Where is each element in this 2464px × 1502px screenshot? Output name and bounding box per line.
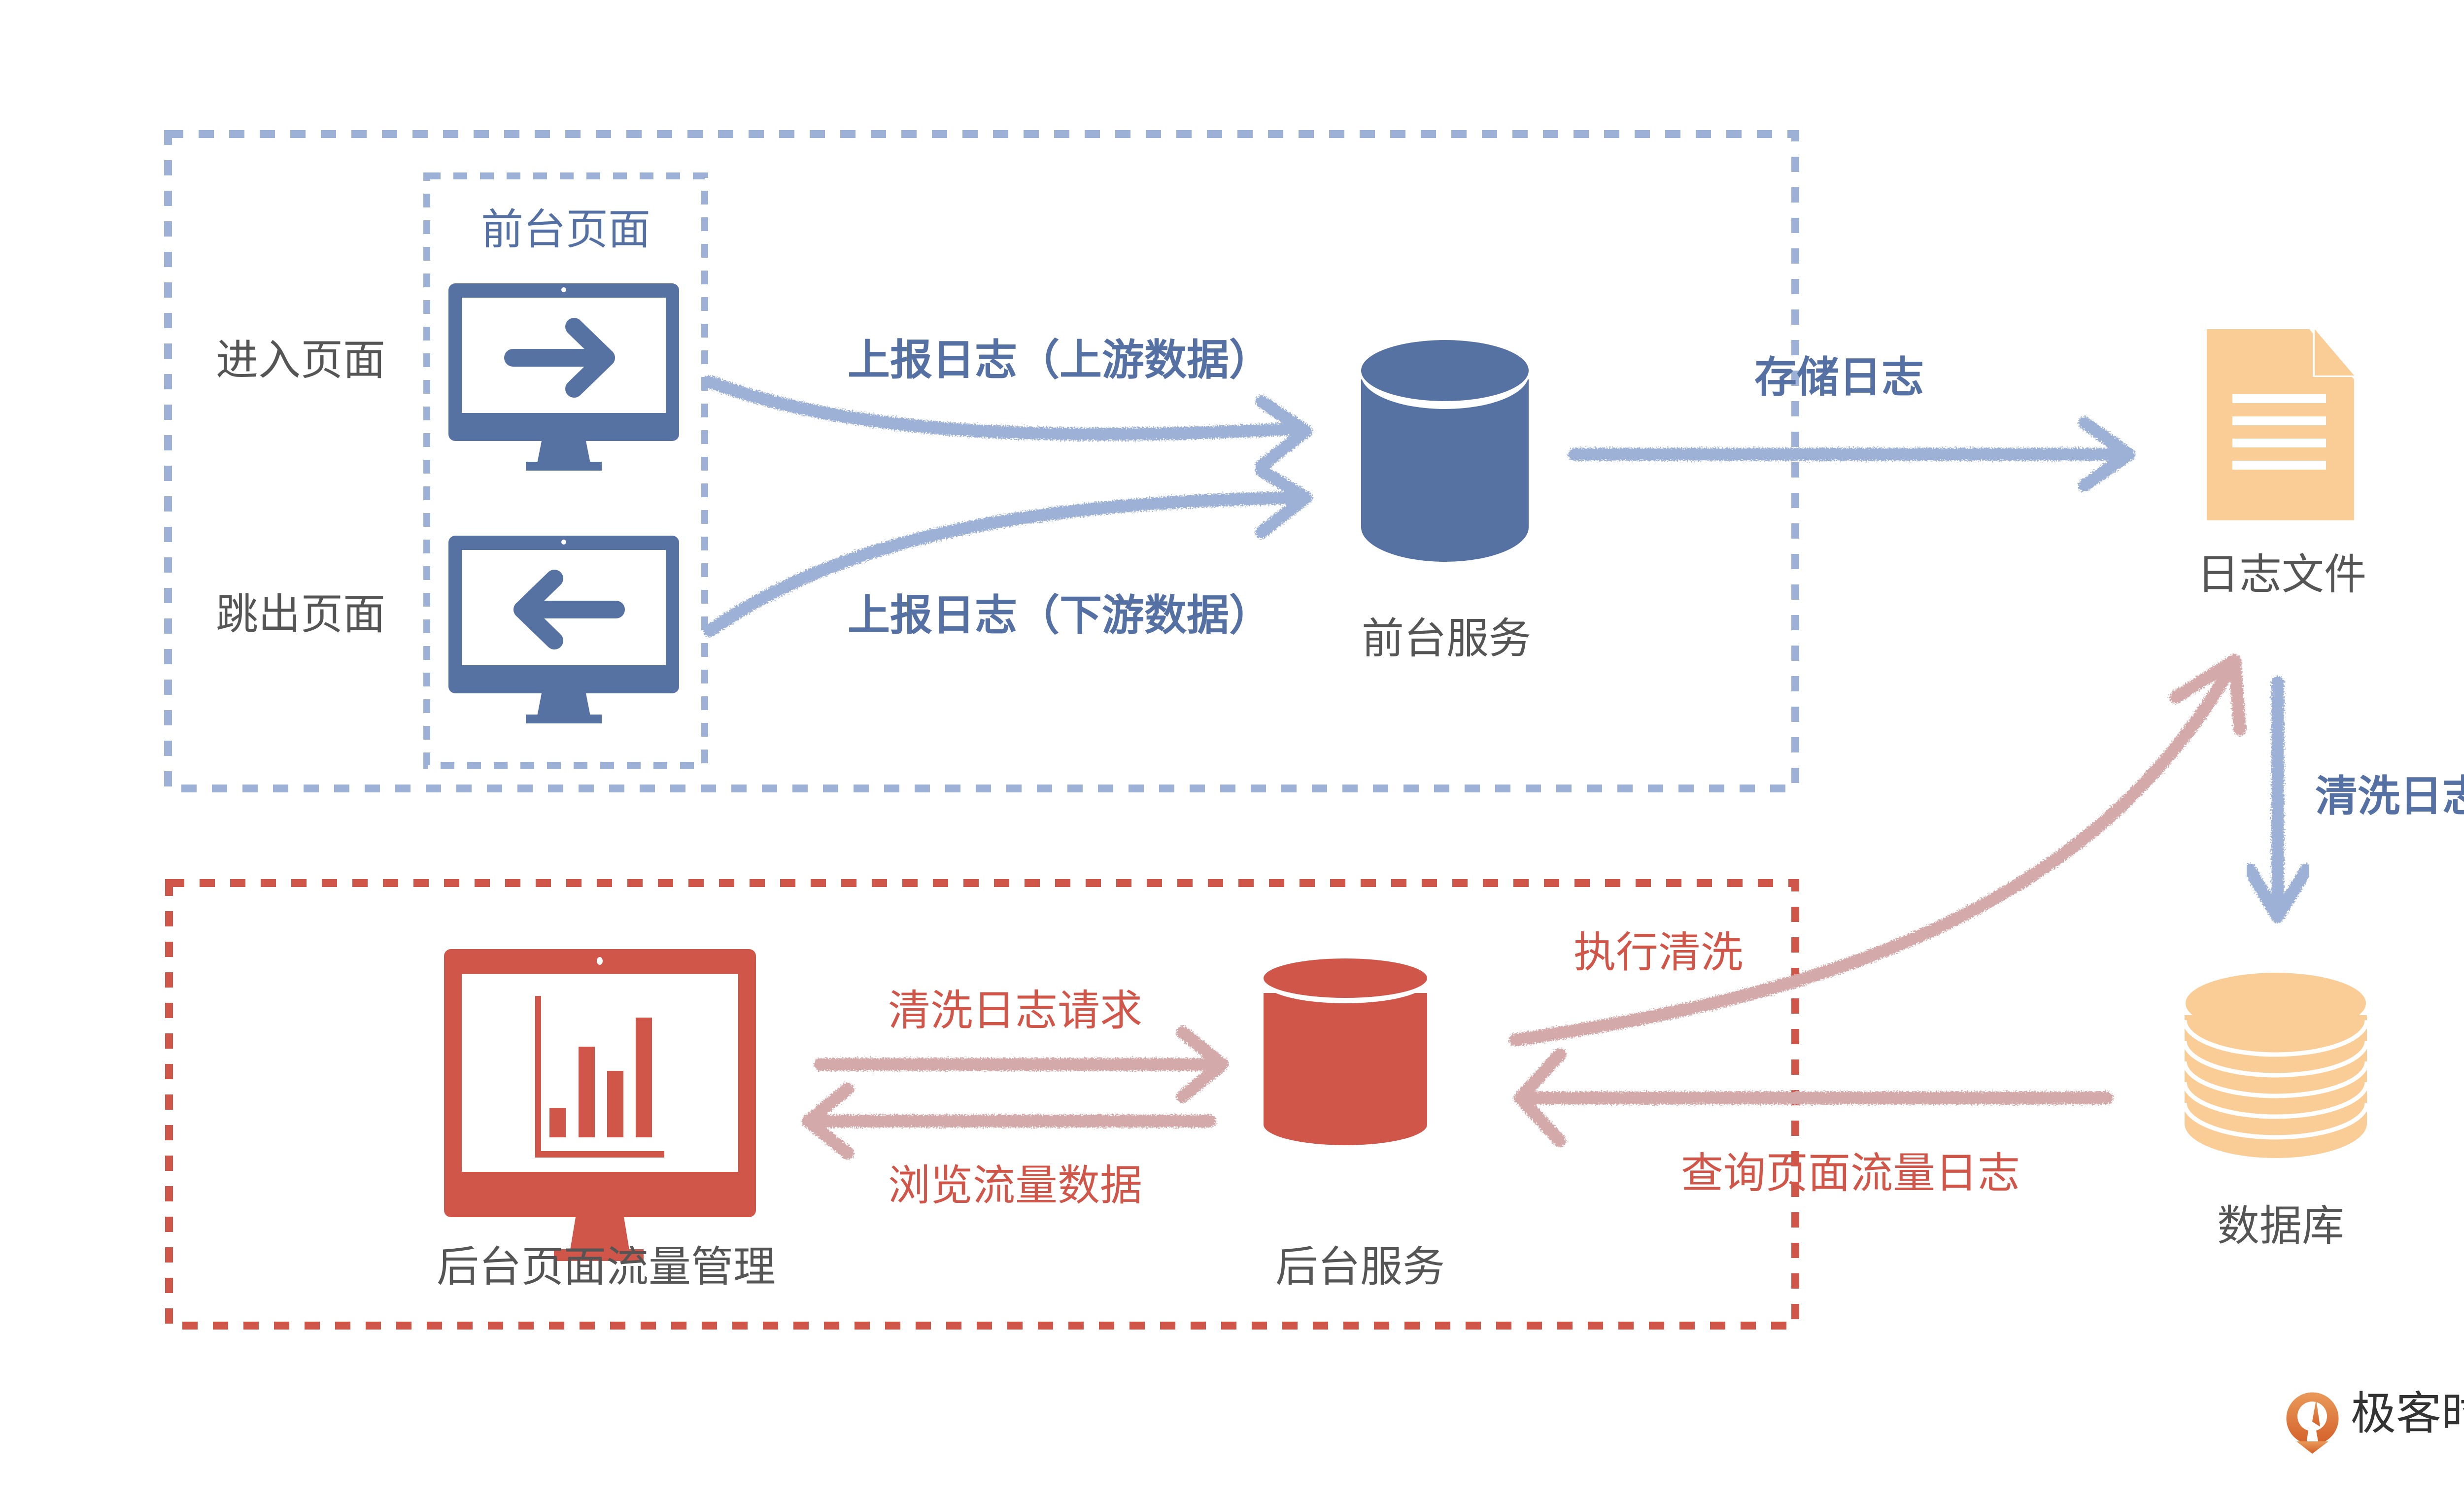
clean-request-label: 清洗日志请求: [888, 986, 1142, 1035]
downstream-report-arrow: [703, 464, 1312, 637]
frontend-group: 前台页面 进入页面 跳出页面: [164, 130, 1799, 792]
geektime-logo-text: 极客时间: [2351, 1387, 2464, 1440]
chart-bar-1: [549, 1108, 566, 1137]
downstream-report-label: 上报日志（下游数据）: [848, 591, 1271, 640]
bar-chart-icon: [535, 996, 664, 1158]
browse-data-arrow: [802, 1083, 1216, 1160]
frontend-pages-box: [423, 172, 708, 769]
upstream-report-arrow: [703, 376, 1312, 472]
enter-page-label: 进入页面: [216, 336, 385, 385]
geektime-logo: 极客时间: [2286, 1387, 2464, 1454]
geektime-logo-icon: [2286, 1392, 2339, 1454]
log-file-label: 日志文件: [2197, 550, 2366, 599]
monitor-arrow-right-icon[interactable]: [448, 283, 679, 471]
clean-log-label: 清洗日志: [2315, 772, 2464, 821]
chart-bar-4: [636, 1018, 652, 1137]
leave-page-label: 跳出页面: [216, 590, 385, 639]
chart-bar-3: [607, 1071, 623, 1137]
admin-monitor-icon[interactable]: [444, 949, 756, 1261]
monitor-arrow-left-icon[interactable]: [448, 536, 679, 723]
execute-clean-arrow: [1509, 654, 2246, 1046]
query-log-label: 查询页面流量日志: [1681, 1149, 2020, 1198]
clean-log-arrow: [2243, 676, 2313, 923]
chart-bar-2: [579, 1047, 595, 1137]
database-icon[interactable]: [2182, 973, 2369, 1158]
clean-request-arrow: [814, 1026, 1229, 1103]
upstream-report-label: 上报日志（上游数据）: [848, 336, 1271, 385]
backend-service-icon[interactable]: [1264, 958, 1427, 1145]
frontend-service-icon[interactable]: [1361, 340, 1529, 562]
browse-data-label: 浏览流量数据: [888, 1161, 1142, 1210]
query-log-arrow: [1514, 1048, 2113, 1147]
log-file-icon[interactable]: [2207, 329, 2354, 520]
frontend-service-label: 前台服务: [1362, 614, 1531, 663]
database-label: 数据库: [2217, 1201, 2344, 1251]
backend-service-label: 后台服务: [1275, 1242, 1445, 1292]
frontend-outer-box: [164, 130, 1799, 792]
store-log-arrow: [1568, 416, 2135, 492]
store-log-label: 存储日志: [1754, 353, 1924, 402]
admin-label: 后台页面流量管理: [437, 1242, 776, 1292]
execute-clean-label: 执行清洗: [1574, 928, 1743, 977]
frontend-pages-title: 前台页面: [481, 205, 650, 254]
